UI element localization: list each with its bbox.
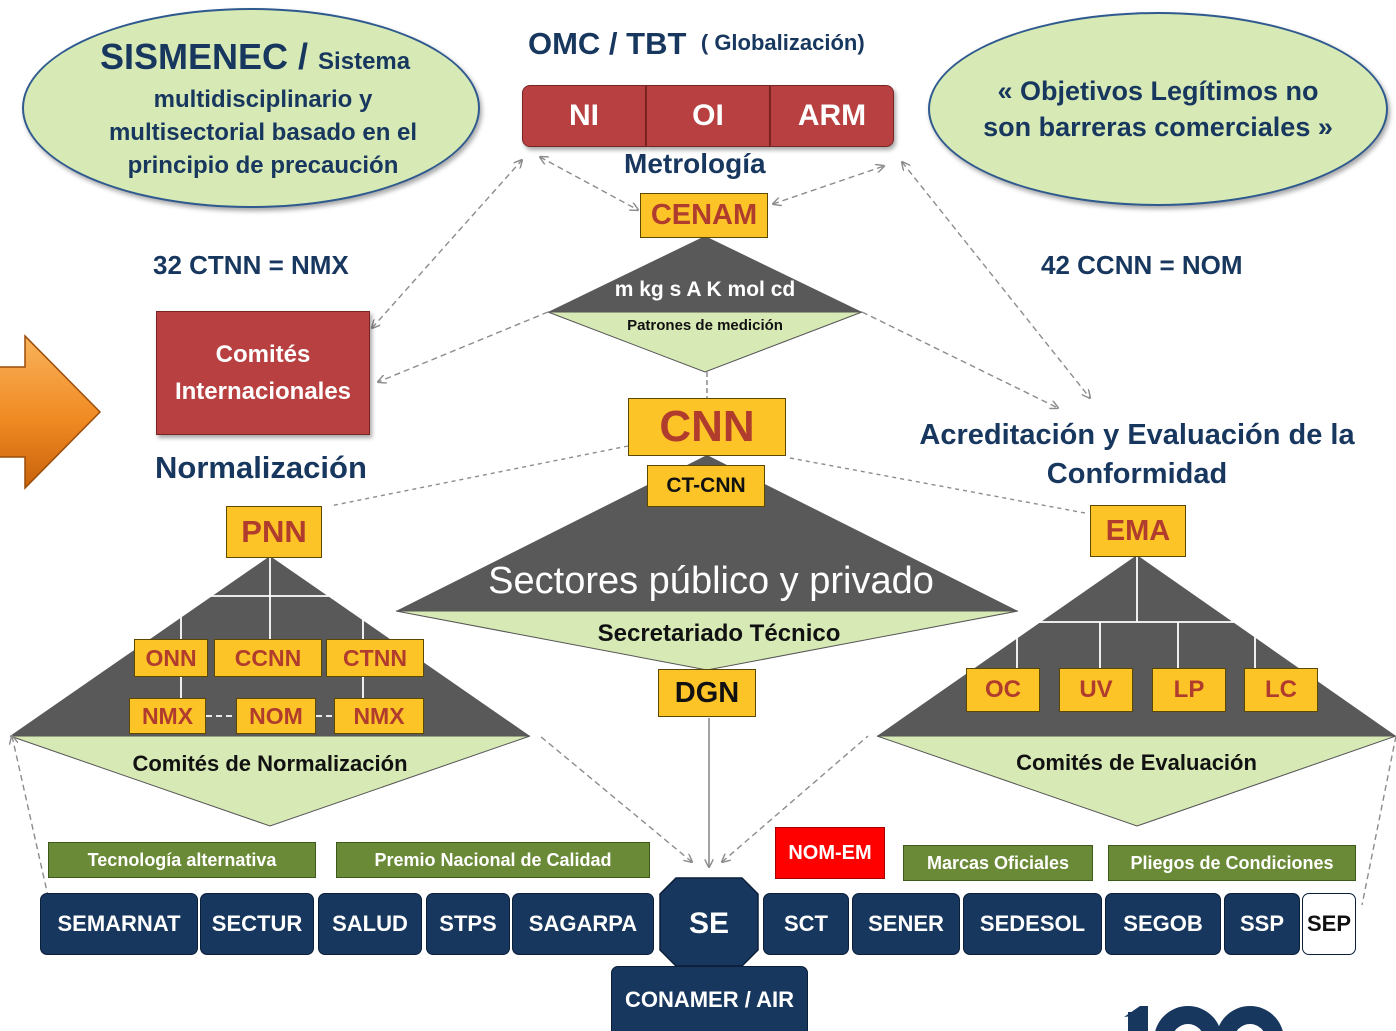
nom-box: NOM <box>236 698 316 734</box>
agency-salud: SALUD <box>318 893 422 955</box>
cenam-units: m kg s A K mol cd <box>614 278 796 301</box>
normalizacion-label: Normalización <box>155 450 367 485</box>
marcas-oficiales-label: Marcas Oficiales <box>903 845 1093 881</box>
agency-ssp: SSP <box>1224 893 1300 955</box>
ni-box: NI <box>522 85 646 147</box>
oi-box: OI <box>646 85 770 147</box>
conamer-air-box: CONAMER / AIR <box>611 966 808 1031</box>
arrow-right-icon <box>0 334 102 490</box>
omc-tbt-title: OMC / TBT ( Globalización) <box>528 26 865 61</box>
comites-internacionales-line-2: Internacionales <box>174 378 352 405</box>
objetivos-line-1: « Objetivos Legítimos no <box>997 76 1319 106</box>
metrologia-label: Metrología <box>624 148 766 179</box>
pnn-comites-triangle <box>9 735 531 827</box>
acreditacion-line-1: Acreditación y Evaluación de la <box>919 419 1355 451</box>
sismenec-line-2: multisectorial basado en el <box>108 119 418 146</box>
sismenec-line-3: principio de precaución <box>127 152 399 179</box>
lc-box: LC <box>1244 668 1318 712</box>
pnn-tree-lines <box>180 557 364 717</box>
cenam-box: CENAM <box>640 193 768 238</box>
agency-sagarpa: SAGARPA <box>512 893 654 955</box>
comites-evaluacion-label: Comités de Evaluación <box>1016 750 1257 775</box>
secretariado-label: Secretariado Técnico <box>597 620 841 647</box>
pliegos-condiciones-label: Pliegos de Condiciones <box>1108 845 1356 881</box>
ctnn-nmx-label: 32 CTNN = NMX <box>153 250 349 280</box>
lp-box: LP <box>1152 668 1226 712</box>
agency-segob: SEGOB <box>1105 893 1221 955</box>
uv-box: UV <box>1059 668 1133 712</box>
cenam-patrones-triangle <box>547 311 863 373</box>
sismenec-title: SISMENEC / Sistema <box>100 36 411 77</box>
logo-100-icon <box>1124 1006 1283 1031</box>
nmx-box-right: NMX <box>334 698 424 734</box>
ct-cnn-box: CT-CNN <box>647 465 765 507</box>
ema-box: EMA <box>1090 505 1186 557</box>
cnn-box: CNN <box>628 398 786 456</box>
ctnn-box: CTNN <box>326 639 424 677</box>
cnn-secretariado-triangle <box>395 610 1019 671</box>
ema-tree-lines <box>1016 556 1256 668</box>
dashed-arrows <box>12 157 1396 906</box>
agency-sedesol: SEDESOL <box>963 893 1102 955</box>
sismenec-ellipse <box>22 8 480 208</box>
sectores-label: Sectores público y privado <box>488 560 934 602</box>
agency-semarnat: SEMARNAT <box>40 893 198 955</box>
agency-se: SE <box>688 907 730 940</box>
pnn-box: PNN <box>226 506 322 558</box>
cenam-triangle <box>548 236 862 312</box>
comites-normalizacion-label: Comités de Normalización <box>132 751 408 776</box>
ccnn-nom-label: 42 CCNN = NOM <box>1041 250 1243 280</box>
comites-internacionales-box: Comités Internacionales <box>156 311 370 435</box>
nmx-box-left: NMX <box>129 698 206 734</box>
acreditacion-line-2: Conformidad <box>1046 458 1228 490</box>
objetivos-line-2: son barreras comerciales » <box>983 112 1333 142</box>
arm-box: ARM <box>770 85 894 147</box>
premio-nacional-label: Premio Nacional de Calidad <box>336 842 650 878</box>
dgn-box: DGN <box>658 669 756 717</box>
oc-box: OC <box>966 668 1040 712</box>
comites-internacionales-line-1: Comités <box>215 341 311 368</box>
agency-sct: SCT <box>763 893 849 955</box>
agency-sectur: SECTUR <box>200 893 314 955</box>
agency-sep: SEP <box>1302 893 1356 955</box>
ccnn-box: CCNN <box>214 639 322 677</box>
cnn-triangle <box>396 455 1018 611</box>
agency-stps: STPS <box>426 893 510 955</box>
nom-em-label: NOM-EM <box>775 827 885 879</box>
agency-sener: SENER <box>852 893 960 955</box>
onn-box: ONN <box>134 639 208 677</box>
tecnologia-alternativa-label: Tecnología alternativa <box>48 842 316 878</box>
sismenec-line-1: multidisciplinario y <box>153 86 373 113</box>
ema-comites-triangle <box>876 735 1396 827</box>
objetivos-ellipse <box>928 12 1388 206</box>
cenam-patrones-label: Patrones de medición <box>627 317 783 334</box>
